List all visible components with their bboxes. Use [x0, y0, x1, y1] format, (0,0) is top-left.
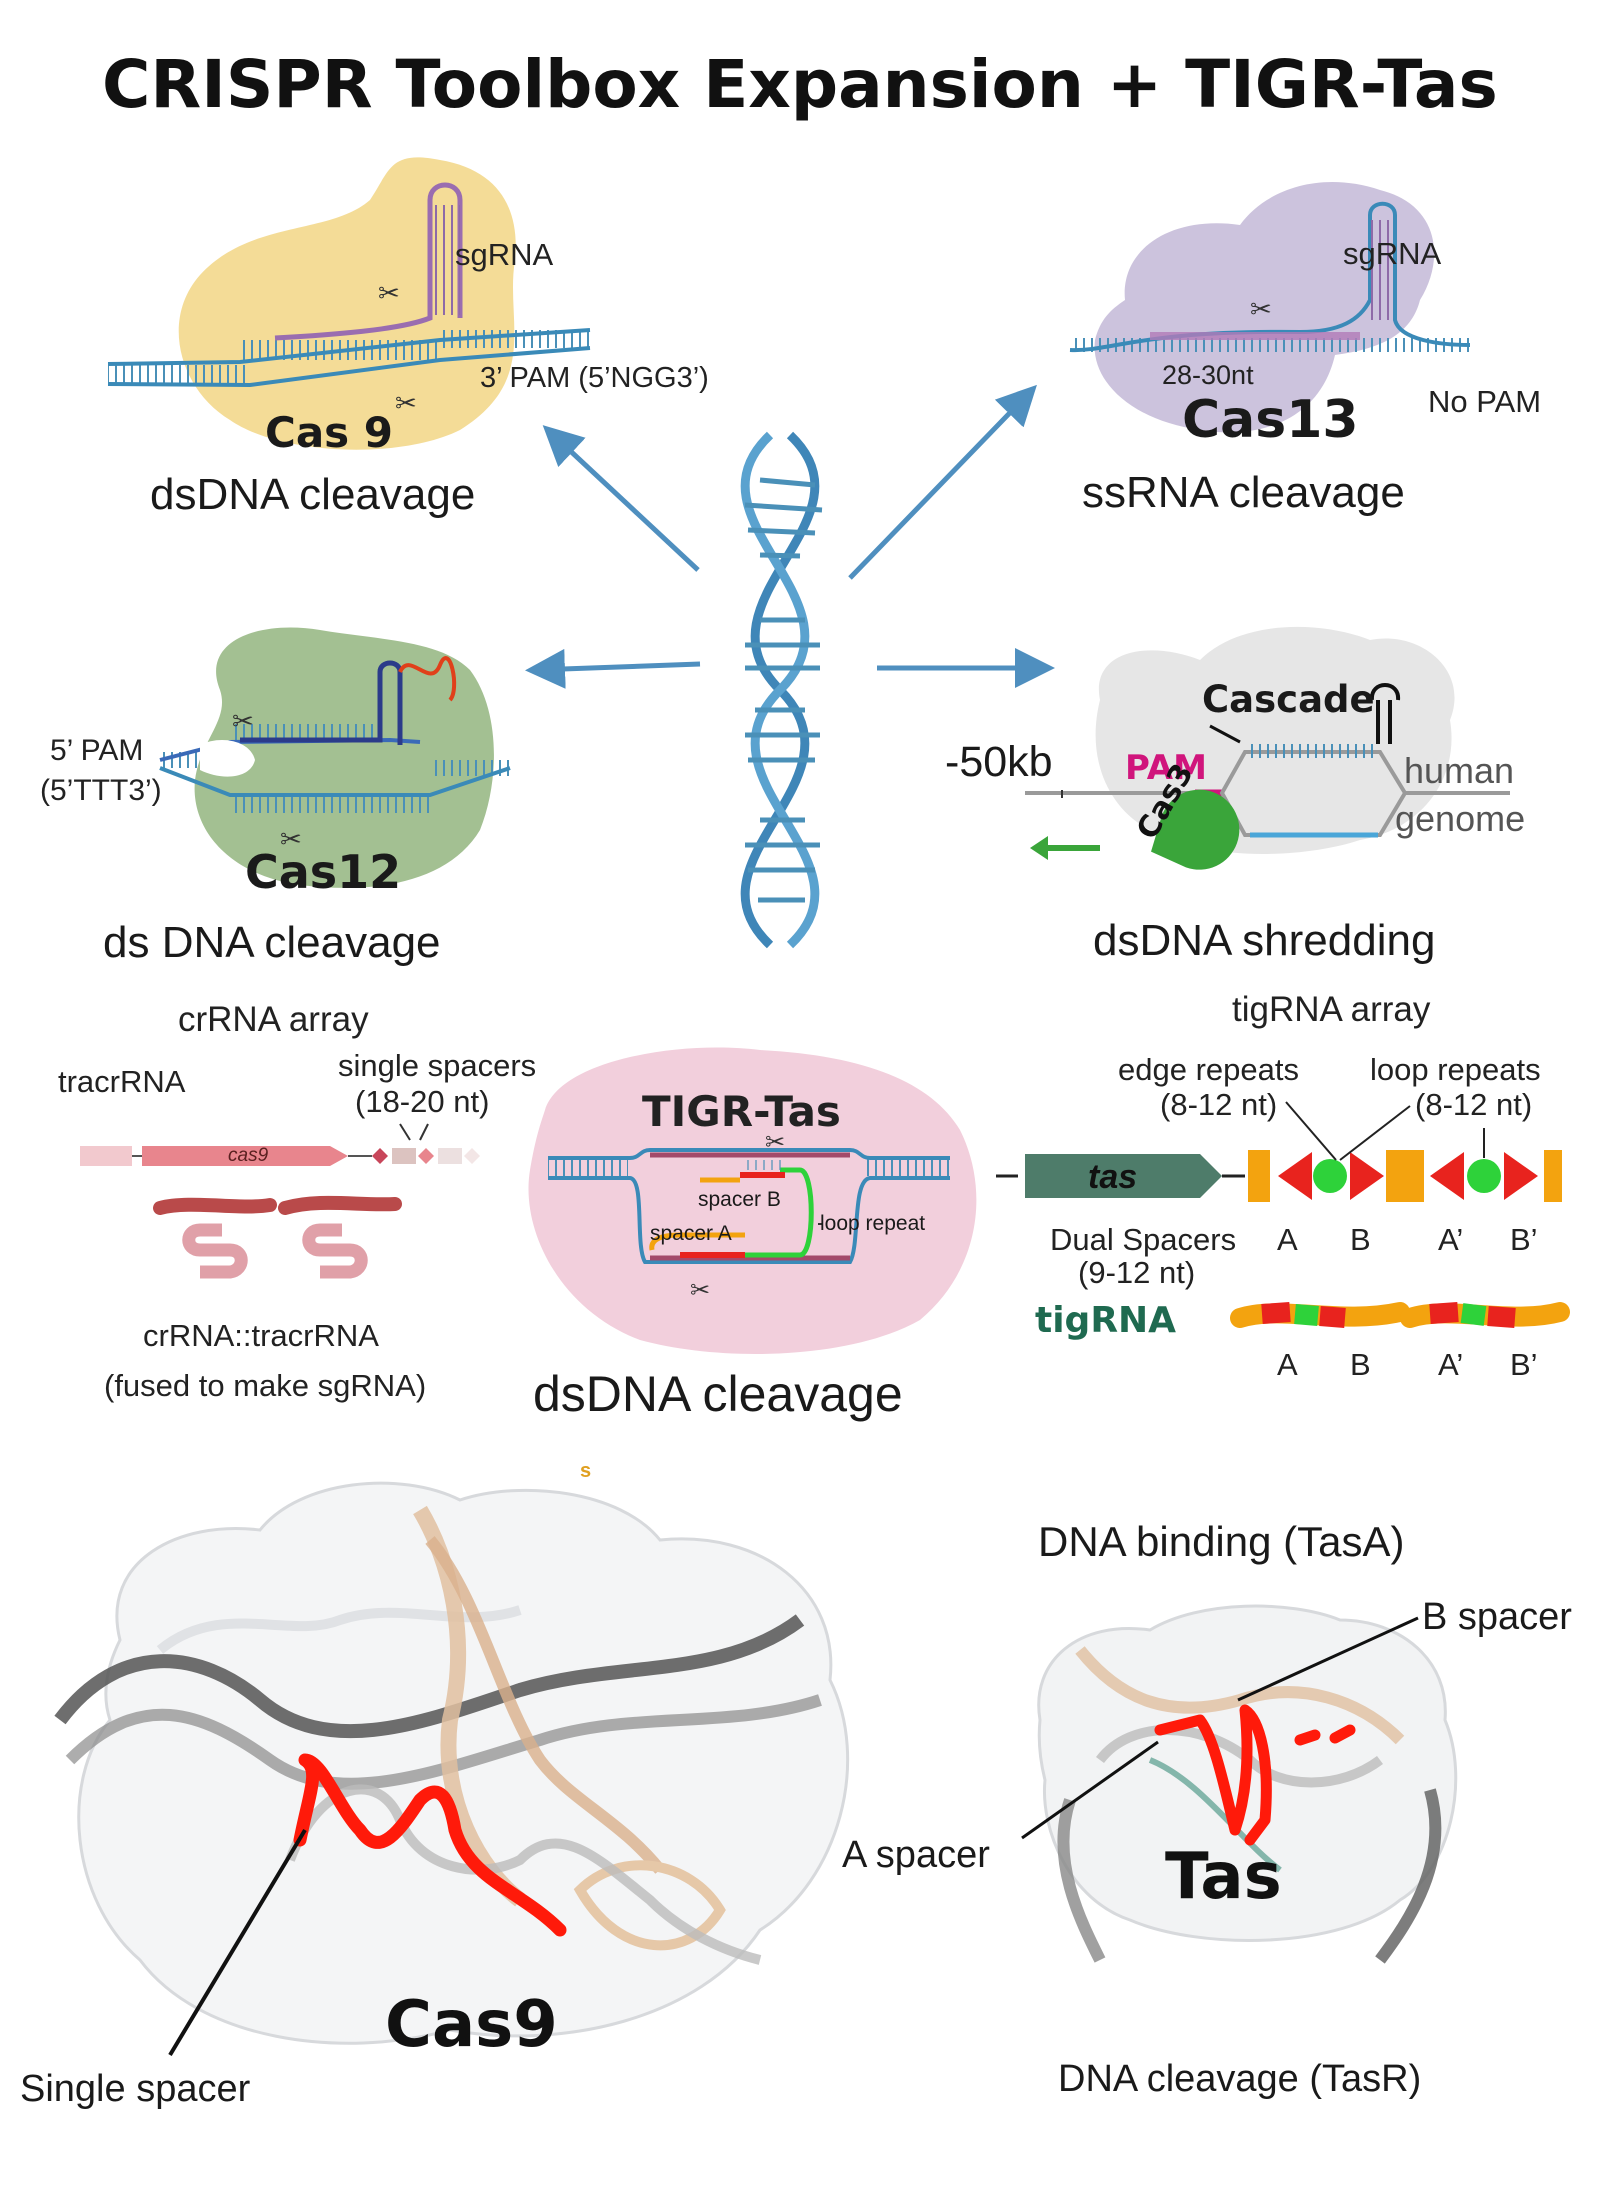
- tigr-caption: dsDNA cleavage: [533, 1366, 903, 1422]
- genome-label-line2: genome: [1395, 798, 1526, 839]
- single-spacers-line2: (18-20 nt): [355, 1084, 490, 1119]
- single-spacer-label: Single spacer: [20, 2068, 251, 2110]
- array-pos-b: B: [1350, 1222, 1371, 1257]
- cas13-sgrna-label: sgRNA: [1343, 236, 1442, 271]
- double-helix-icon: [740, 431, 823, 949]
- array-pos-a: A: [1277, 1222, 1298, 1257]
- rna-pos-b: B: [1350, 1347, 1371, 1382]
- cas13-protein-label: Cas13: [1182, 390, 1359, 450]
- array-pos-b-prime: B’: [1510, 1222, 1538, 1257]
- cas12-caption: ds DNA cleavage: [103, 918, 441, 967]
- fused-sgrna-label: (fused to make sgRNA): [104, 1368, 427, 1403]
- cas13-pam-label: No PAM: [1428, 384, 1542, 419]
- svg-text:✂: ✂: [690, 1277, 710, 1304]
- cascade-distance-label: -50kb: [945, 738, 1053, 786]
- cas13-length-label: 28-30nt: [1162, 360, 1254, 390]
- tigrna-array-graphic: [996, 1101, 1570, 1328]
- crrna-tracrrna-label: crRNA::tracrRNA: [143, 1318, 379, 1353]
- b-spacer-label: B spacer: [1422, 1596, 1572, 1638]
- svg-text:✂: ✂: [280, 824, 302, 854]
- crrna-array-graphic: [80, 1123, 480, 1279]
- cas12-pam-line2: (5’TTT3’): [40, 774, 162, 807]
- loop-repeats-line2: (8-12 nt): [1415, 1087, 1533, 1122]
- loop-repeats-line1: loop repeats: [1370, 1052, 1541, 1087]
- tracrrna-label: tracrRNA: [58, 1064, 186, 1099]
- tigr-tas-graphic: ✂ ✂: [528, 1047, 977, 1354]
- cas9-structure-label: Cas9: [385, 1988, 558, 2062]
- tas-structure-graphic: [1021, 1604, 1458, 1964]
- array-pos-a-prime: A’: [1438, 1222, 1464, 1257]
- svg-text:✂: ✂: [395, 388, 417, 418]
- stray-letter: s: [580, 1460, 592, 1482]
- rna-pos-a-prime: A’: [1438, 1347, 1464, 1382]
- svg-text:✂: ✂: [765, 1129, 785, 1156]
- cas9-complex-graphic: ✂ ✂: [107, 157, 591, 450]
- svg-text:✂: ✂: [378, 278, 400, 308]
- cascade-caption: dsDNA shredding: [1093, 916, 1436, 965]
- single-spacers-line1: single spacers: [338, 1048, 537, 1083]
- svg-text:✂: ✂: [1250, 294, 1272, 324]
- tas-cleavage-label: DNA cleavage (TasR): [1058, 2058, 1422, 2100]
- tigrna-heading: tigRNA array: [1232, 990, 1431, 1029]
- cas12-pam-line1: 5’ PAM: [50, 734, 144, 767]
- dual-spacers-line2: (9-12 nt): [1078, 1255, 1196, 1290]
- loop-repeat-label: loop repeat: [820, 1212, 926, 1235]
- svg-text:✂: ✂: [232, 706, 254, 736]
- arrow-to-cas12: [525, 648, 701, 689]
- cascade-complex-graphic: [1025, 626, 1510, 870]
- edge-repeats-line1: edge repeats: [1118, 1052, 1299, 1087]
- page-title: CRISPR Toolbox Expansion + TIGR-Tas: [102, 46, 1498, 123]
- a-spacer-label: A spacer: [842, 1834, 990, 1876]
- arrow-to-cas13: [848, 384, 1037, 580]
- cas13-caption: ssRNA cleavage: [1082, 468, 1405, 517]
- cas9-protein-label: Cas 9: [265, 408, 394, 457]
- tigr-tas-label: TIGR-Tas: [642, 1087, 841, 1136]
- rna-pos-a: A: [1277, 1347, 1298, 1382]
- cas9-sgrna-label: sgRNA: [455, 237, 554, 272]
- dual-spacers-line1: Dual Spacers: [1050, 1222, 1237, 1257]
- cascade-label: Cascade: [1202, 678, 1375, 721]
- cas12-protein-label: Cas12: [245, 845, 402, 899]
- rna-pos-b-prime: B’: [1510, 1347, 1538, 1382]
- cas13-complex-graphic: ✂: [1069, 182, 1471, 433]
- arrow-to-cas9: [542, 425, 700, 572]
- cas9-gene-label: cas9: [228, 1145, 269, 1166]
- spacer-a-label: spacer A: [650, 1222, 732, 1245]
- tigrna-label: tigRNA: [1035, 1300, 1177, 1341]
- spacer-b-label: spacer B: [698, 1188, 781, 1211]
- cas9-structure-graphic: [54, 1481, 850, 2057]
- cas12-complex-graphic: ✂ ✂: [159, 627, 511, 888]
- cas9-caption: dsDNA cleavage: [150, 470, 476, 519]
- cas9-pam-label: 3’ PAM (5’NGG3’): [480, 362, 709, 394]
- tas-structure-label: Tas: [1165, 1840, 1282, 1914]
- cascade-pam-label: PAM: [1125, 748, 1207, 788]
- genome-label-line1: human: [1404, 750, 1515, 791]
- tas-gene-label: tas: [1088, 1158, 1138, 1196]
- tas-binding-label: DNA binding (TasA): [1038, 1518, 1405, 1565]
- edge-repeats-line2: (8-12 nt): [1160, 1087, 1278, 1122]
- crrna-heading: crRNA array: [178, 1000, 369, 1039]
